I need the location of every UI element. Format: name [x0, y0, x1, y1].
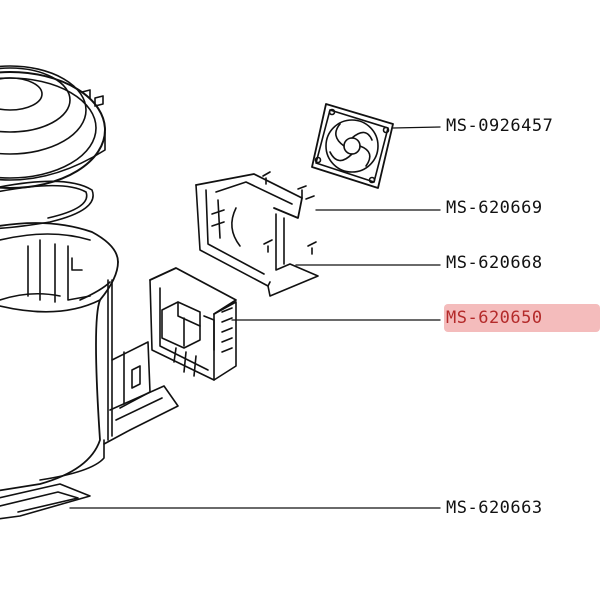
- part-number: MS-620669: [446, 198, 543, 218]
- selected-part-highlight: [444, 304, 600, 332]
- part-number: MS-620650: [446, 308, 543, 328]
- main-body: [0, 222, 119, 492]
- part-number: MS-620663: [446, 498, 543, 518]
- part-label-power-board[interactable]: MS-620650: [446, 308, 543, 328]
- leader-lines: [69, 126, 441, 509]
- part-number: MS-620668: [446, 253, 543, 273]
- fan-part: [311, 103, 394, 189]
- part-label-fan[interactable]: MS-0926457: [446, 116, 553, 136]
- part-label-base-housing[interactable]: MS-620663: [446, 498, 543, 518]
- base-plate: [0, 483, 91, 520]
- part-label-screw[interactable]: MS-620669: [446, 198, 543, 218]
- screws: [262, 171, 317, 255]
- gasket-ring: [0, 180, 94, 230]
- power-board-part: [149, 267, 237, 381]
- fan-bracket-part: [195, 173, 319, 297]
- rear-frame: [103, 341, 179, 445]
- part-label-fan-bracket[interactable]: MS-620668: [446, 253, 543, 273]
- part-number: MS-0926457: [446, 116, 554, 136]
- lid-assembly: [0, 65, 106, 189]
